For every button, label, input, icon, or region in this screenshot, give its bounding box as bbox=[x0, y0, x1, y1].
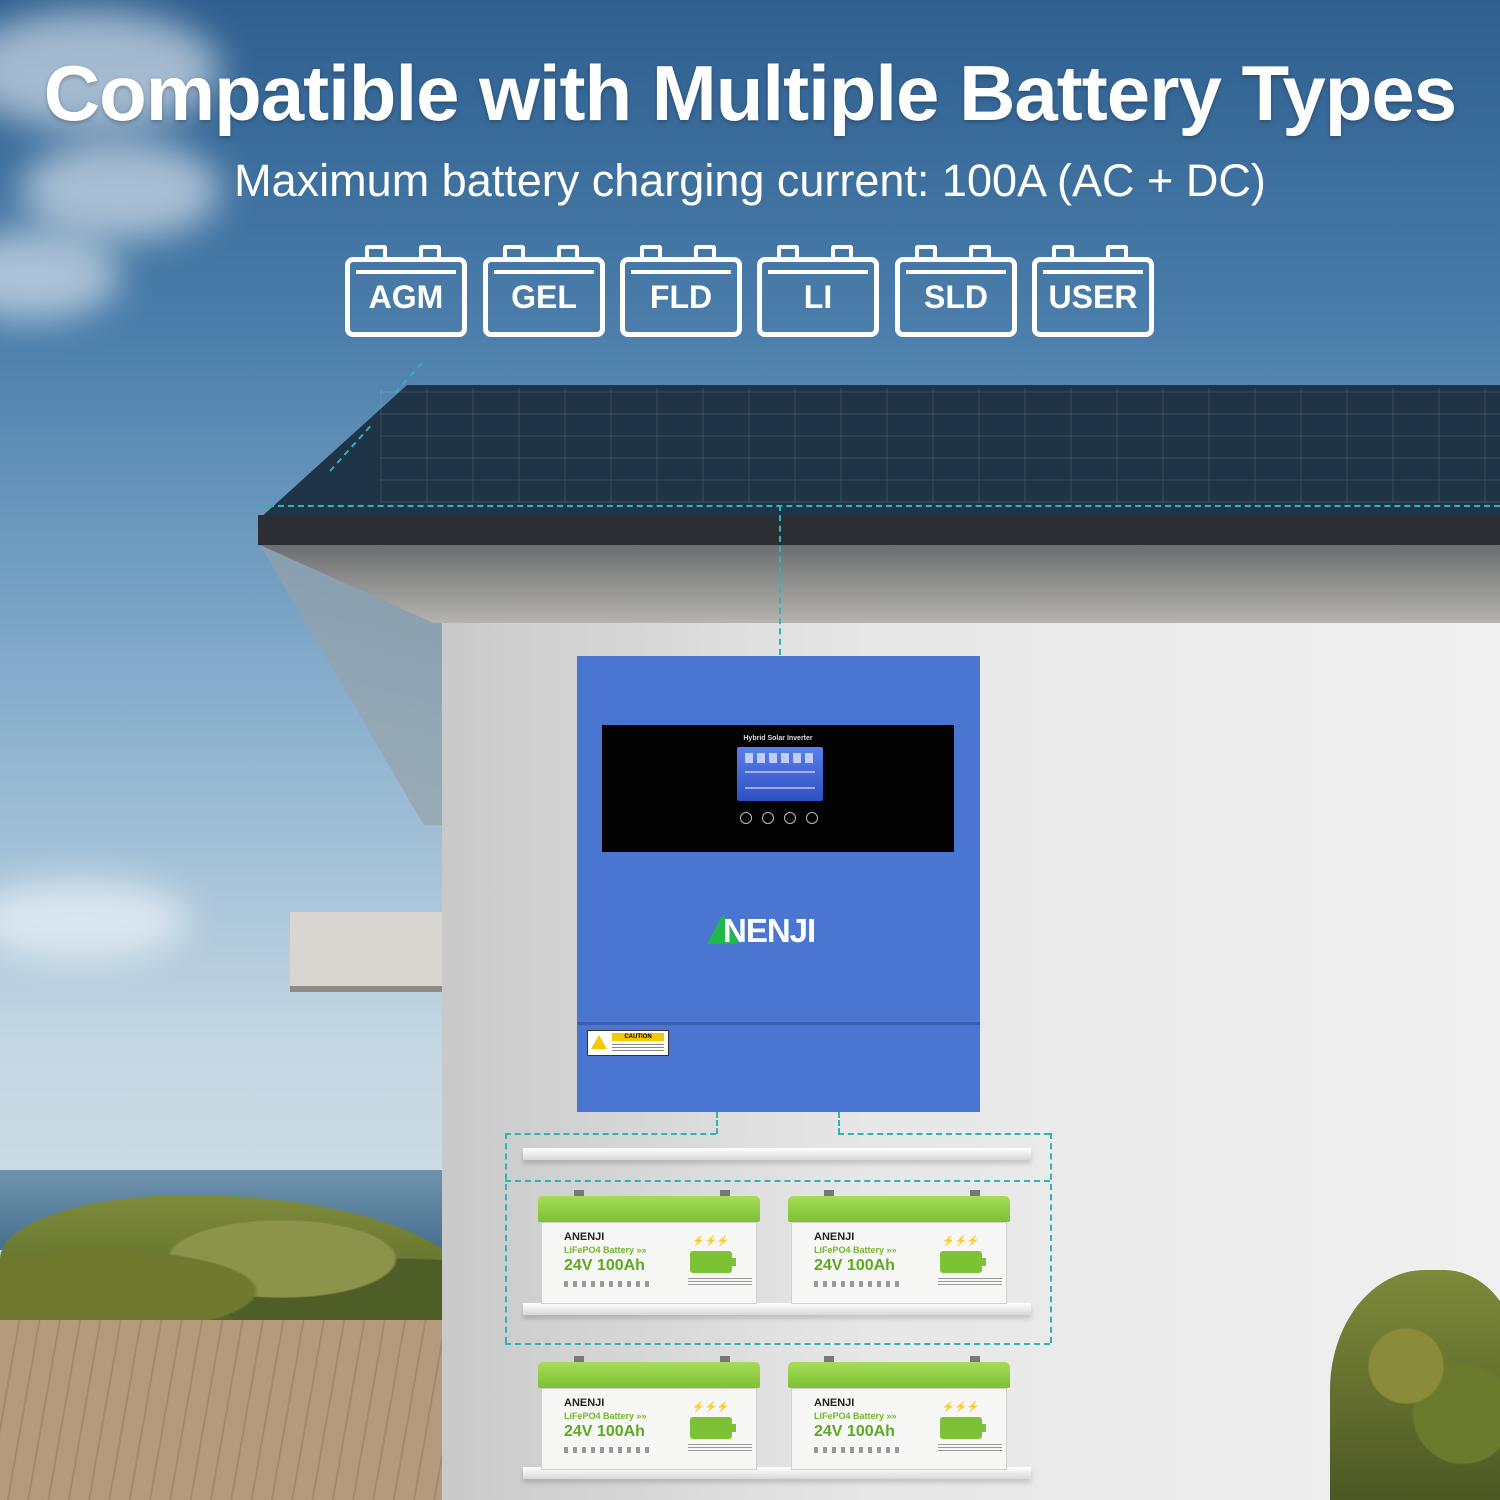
battery-badge-sld: SLD bbox=[895, 245, 1017, 337]
wire-line bbox=[505, 1180, 1050, 1182]
battery-badge-li: LI bbox=[757, 245, 879, 337]
battery-type: LiFePO4 Battery »» bbox=[564, 1245, 647, 1255]
battery-badge-label: USER bbox=[1048, 279, 1138, 315]
battery-badge-user: USER bbox=[1032, 245, 1154, 337]
cloud bbox=[0, 230, 120, 320]
solar-panels bbox=[380, 388, 1500, 503]
battery-type: LiFePO4 Battery »» bbox=[564, 1411, 647, 1421]
inverter-button bbox=[740, 812, 752, 824]
bolt-icon: ⚡⚡⚡ bbox=[942, 1402, 980, 1413]
battery-badge-label: SLD bbox=[924, 279, 988, 315]
inverter-seam bbox=[577, 1022, 980, 1025]
bolt-icon: ⚡⚡⚡ bbox=[942, 1236, 980, 1247]
shrub-right bbox=[1330, 1270, 1500, 1500]
roof-fascia bbox=[258, 515, 1500, 545]
battery-badge-label: LI bbox=[803, 279, 833, 315]
inverter-buttons bbox=[740, 812, 822, 826]
battery-brand: ANENJI bbox=[814, 1231, 855, 1243]
caution-heading: CAUTION bbox=[612, 1033, 664, 1041]
wire-line bbox=[838, 1133, 1050, 1135]
cloud bbox=[0, 10, 220, 130]
inverter-button bbox=[784, 812, 796, 824]
hybrid-inverter: Hybrid Solar Inverter NENJI CAUTION bbox=[577, 656, 980, 1112]
lifepo4-battery: ANENJI LiFePO4 Battery »» 24V 100Ah ⚡⚡⚡ bbox=[788, 1356, 1010, 1470]
battery-cell-icon bbox=[690, 1417, 736, 1439]
lcd-screen bbox=[737, 747, 823, 801]
battery-brand: ANENJI bbox=[564, 1231, 605, 1243]
page-title: Compatible with Multiple Battery Types bbox=[43, 49, 1457, 137]
battery-badge-agm: AGM bbox=[345, 245, 467, 337]
lower-canopy bbox=[290, 912, 450, 992]
battery-type: LiFePO4 Battery »» bbox=[814, 1245, 897, 1255]
cloud bbox=[20, 140, 220, 240]
cloud bbox=[0, 880, 190, 960]
battery-cell-icon bbox=[940, 1417, 986, 1439]
bolt-icon: ⚡⚡⚡ bbox=[692, 1402, 730, 1413]
battery-spec: 24V 100Ah bbox=[564, 1423, 645, 1440]
battery-brand: ANENJI bbox=[814, 1397, 855, 1409]
inverter-brand-logo: NENJI bbox=[707, 912, 857, 949]
battery-spec: 24V 100Ah bbox=[814, 1423, 895, 1440]
battery-type: LiFePO4 Battery »» bbox=[814, 1411, 897, 1421]
wall-shelf bbox=[523, 1467, 1031, 1479]
page-subtitle: Maximum battery charging current: 100A (… bbox=[234, 155, 1266, 206]
battery-badge-gel: GEL bbox=[483, 245, 605, 337]
battery-type-badges: AGM GEL FLD LI SLD USER bbox=[345, 245, 1165, 340]
battery-badge-fld: FLD bbox=[620, 245, 742, 337]
inverter-display-label: Hybrid Solar Inverter bbox=[743, 735, 813, 742]
roof bbox=[258, 385, 1500, 520]
battery-cell-icon bbox=[690, 1251, 736, 1273]
wall-shelf bbox=[523, 1148, 1031, 1160]
battery-badge-label: AGM bbox=[368, 279, 444, 315]
battery-badge-label: FLD bbox=[649, 279, 713, 315]
battery-spec: 24V 100Ah bbox=[564, 1257, 645, 1274]
battery-spec: 24V 100Ah bbox=[814, 1257, 895, 1274]
inverter-button bbox=[806, 812, 818, 824]
lifepo4-battery: ANENJI LiFePO4 Battery »» 24V 100Ah ⚡⚡⚡ bbox=[538, 1356, 760, 1470]
brand-triangle-icon bbox=[707, 914, 739, 944]
lifepo4-battery: ANENJI LiFePO4 Battery »» 24V 100Ah ⚡⚡⚡ bbox=[538, 1190, 760, 1304]
wire-line bbox=[779, 505, 781, 655]
caution-label: CAUTION bbox=[587, 1030, 669, 1056]
wooden-deck bbox=[0, 1320, 470, 1500]
inverter-button bbox=[762, 812, 774, 824]
wire-line bbox=[505, 1133, 507, 1343]
wire-line bbox=[1050, 1133, 1052, 1343]
wire-line bbox=[716, 1112, 718, 1134]
wire-line bbox=[838, 1112, 840, 1134]
inverter-display-panel: Hybrid Solar Inverter bbox=[602, 725, 954, 852]
wire-line bbox=[505, 1133, 716, 1135]
roof-soffit bbox=[260, 545, 1500, 623]
bolt-icon: ⚡⚡⚡ bbox=[692, 1236, 730, 1247]
inverter-brand-text: NENJI bbox=[723, 912, 816, 949]
battery-badge-label: GEL bbox=[511, 279, 577, 315]
panel-outline-line bbox=[258, 505, 1500, 507]
battery-cell-icon bbox=[940, 1251, 986, 1273]
warning-icon bbox=[591, 1035, 607, 1049]
wall-shelf bbox=[523, 1303, 1031, 1315]
wire-line bbox=[505, 1343, 1050, 1345]
battery-brand: ANENJI bbox=[564, 1397, 605, 1409]
lifepo4-battery: ANENJI LiFePO4 Battery »» 24V 100Ah ⚡⚡⚡ bbox=[788, 1190, 1010, 1304]
